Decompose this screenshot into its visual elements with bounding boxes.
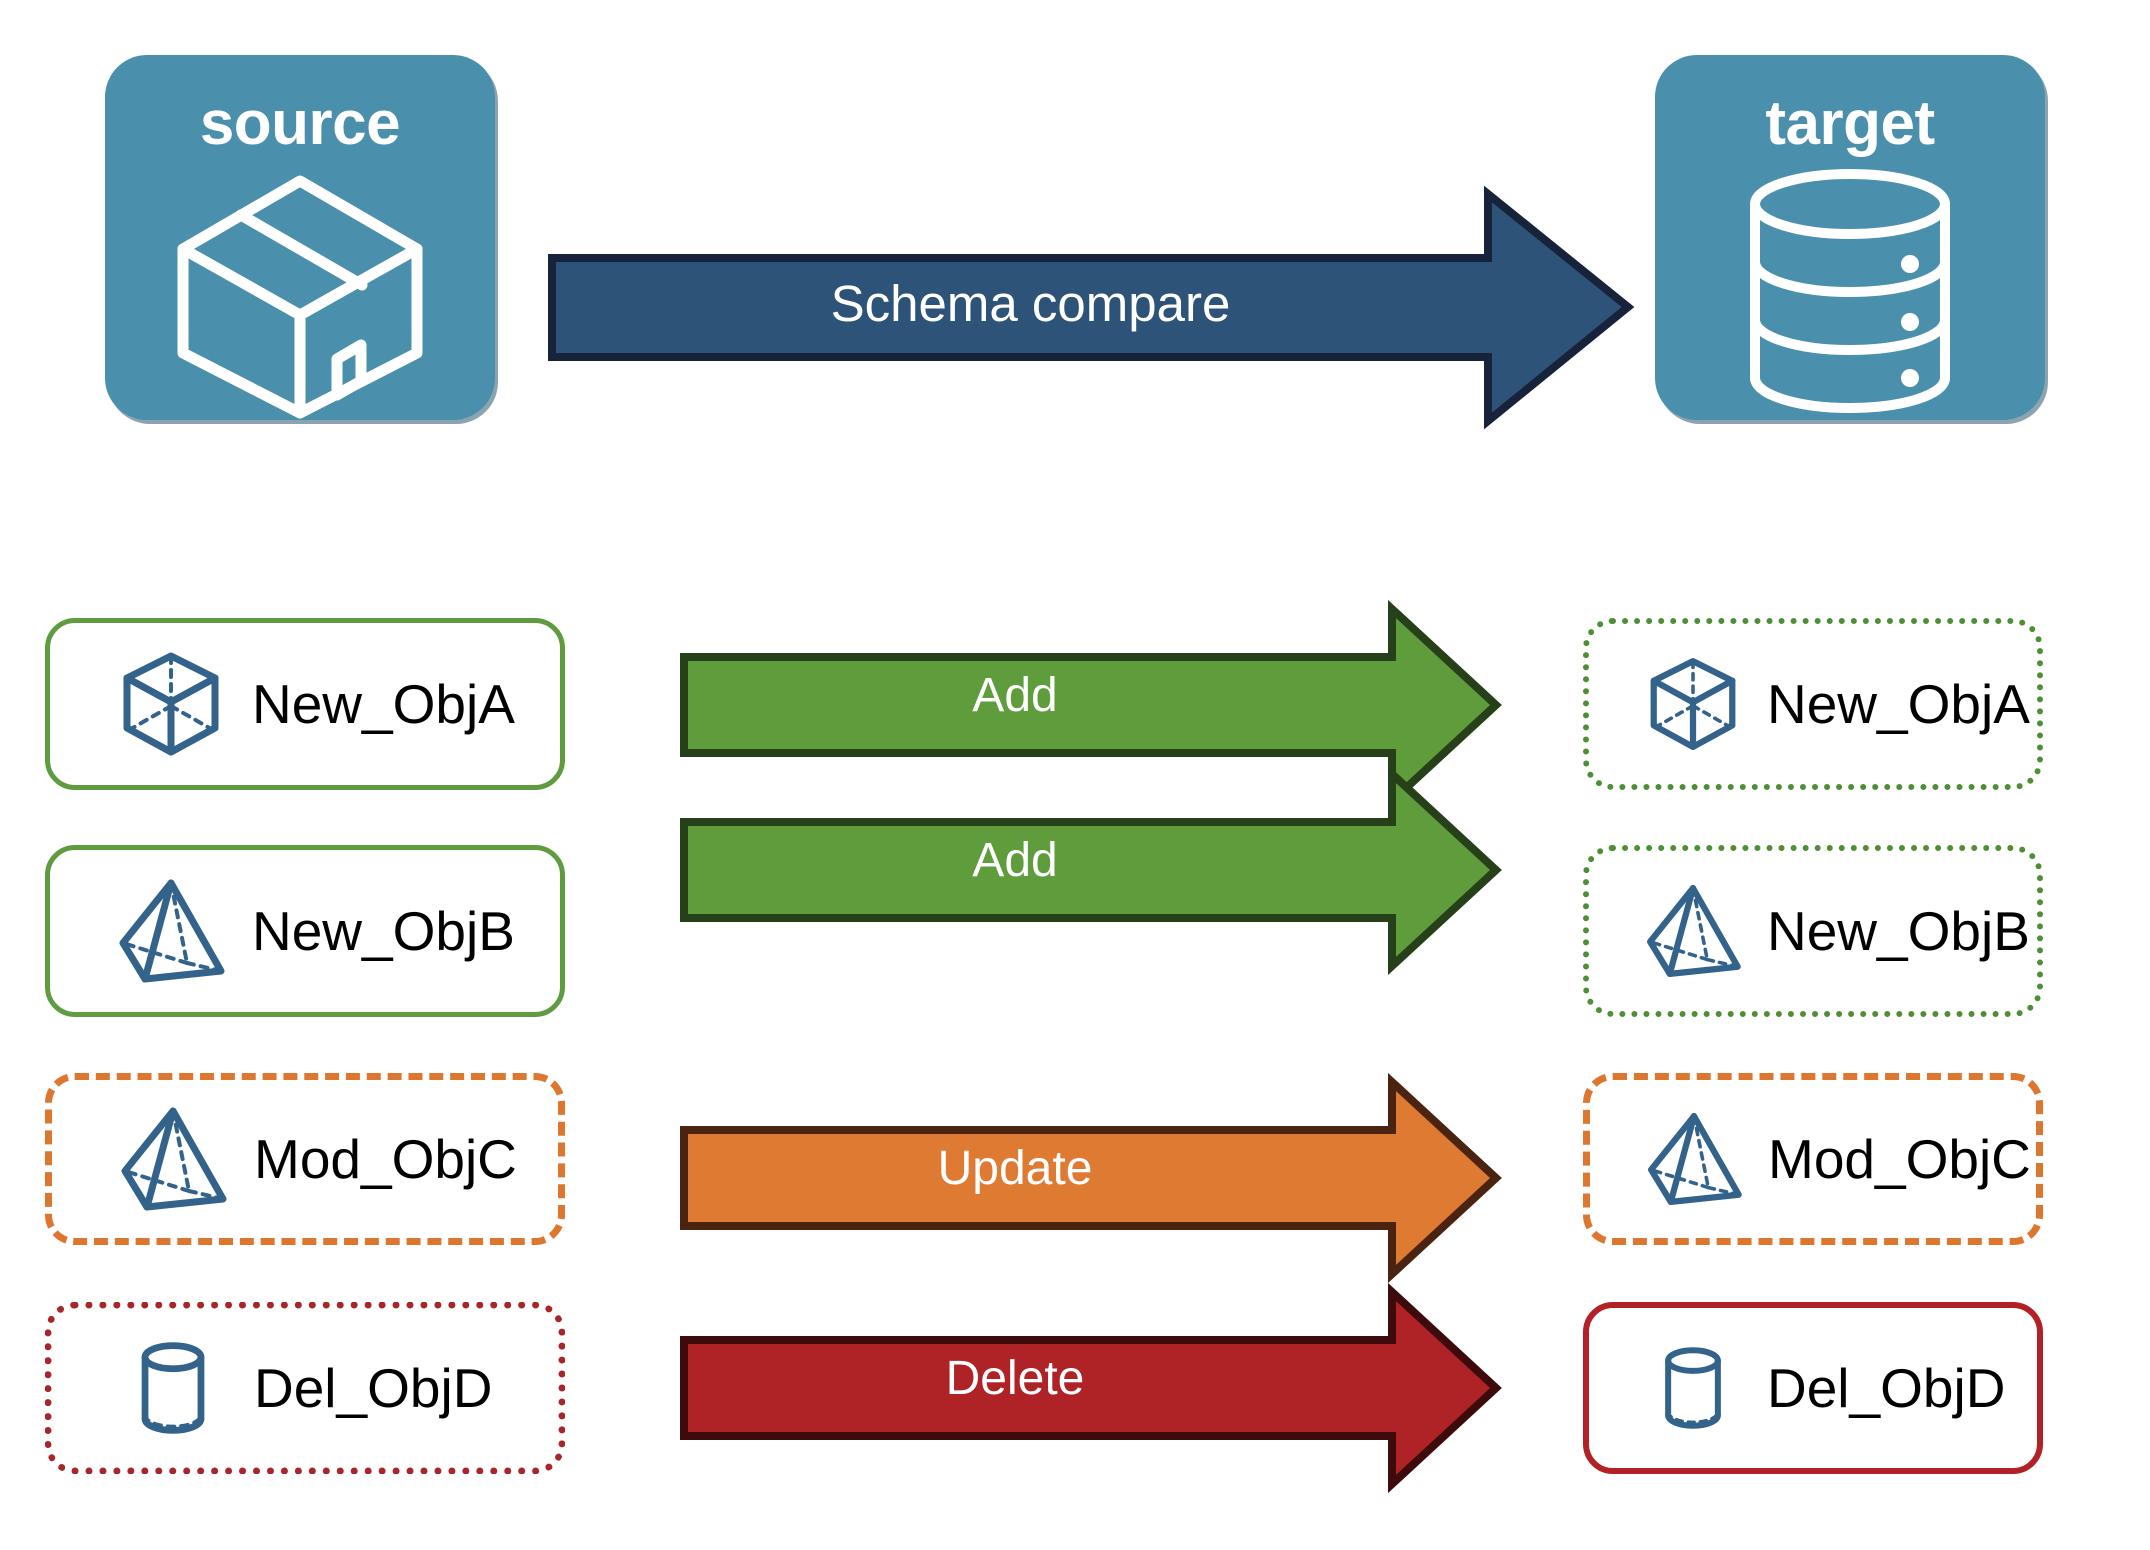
source-object-label-2: New_ObjB (252, 900, 515, 962)
source-object-label-1: New_ObjA (252, 673, 515, 735)
source-object-label-3: Mod_ObjC (254, 1128, 517, 1190)
endpoint-title-target: target (1765, 89, 1935, 158)
source-object-label-4: Del_ObjD (254, 1357, 493, 1419)
endpoint-card-target[interactable]: target (1655, 55, 2045, 420)
target-object-label-4: Del_ObjD (1767, 1357, 2006, 1419)
target-object-card-3[interactable]: Mod_ObjC (1583, 1073, 2043, 1245)
target-object-card-4[interactable]: Del_ObjD (1583, 1302, 2043, 1474)
endpoint-title-source: source (199, 89, 401, 158)
wireframe-cylinder-icon (1641, 1336, 1745, 1440)
wireframe-cube-icon (1641, 652, 1745, 756)
target-object-card-2[interactable]: New_ObjB (1583, 845, 2043, 1017)
target-object-card-1[interactable]: New_ObjA (1583, 618, 2043, 790)
target-object-label-2: New_ObjB (1767, 900, 2030, 962)
action-arrow-delete: Delete (680, 1282, 1502, 1494)
database-cylinder-icon (1735, 161, 1965, 420)
wireframe-cube-icon (112, 645, 230, 763)
action-arrow-update: Update (680, 1072, 1502, 1284)
source-object-card-4[interactable]: Del_ObjD (45, 1302, 565, 1474)
wireframe-pyramid-icon (1641, 879, 1745, 983)
target-object-label-3: Mod_ObjC (1768, 1128, 2031, 1190)
endpoint-card-source[interactable]: source (105, 55, 495, 420)
wireframe-cylinder-icon (114, 1329, 232, 1447)
wireframe-pyramid-icon (1642, 1107, 1746, 1211)
source-object-card-2[interactable]: New_ObjB (45, 845, 565, 1017)
source-object-card-1[interactable]: New_ObjA (45, 618, 565, 790)
wireframe-pyramid-icon (114, 1100, 232, 1218)
schema-compare-arrow: Schema compare (548, 185, 1635, 430)
action-arrow-add-2: Add (680, 764, 1502, 976)
source-object-card-3[interactable]: Mod_ObjC (45, 1073, 565, 1245)
package-box-icon (165, 161, 435, 420)
wireframe-pyramid-icon (112, 872, 230, 990)
target-object-label-1: New_ObjA (1767, 673, 2030, 735)
